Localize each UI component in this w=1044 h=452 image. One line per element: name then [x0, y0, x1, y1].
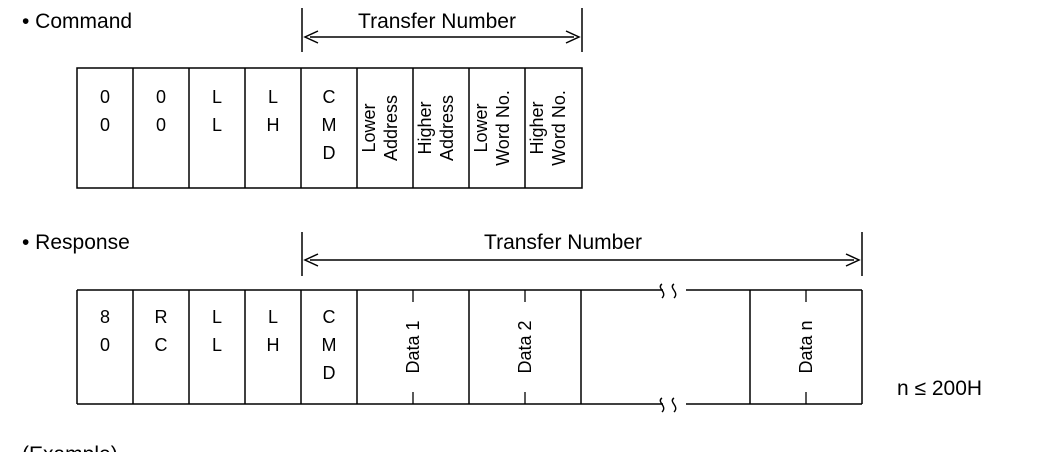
command-cell-char: D	[323, 143, 336, 163]
response-arrow-head-left	[303, 253, 319, 267]
data-cell-label: Data 1	[403, 320, 423, 373]
response-cell-char: R	[155, 307, 168, 327]
data-cell-label: Data n	[796, 320, 816, 373]
command-cell-vertical-text: Lower	[359, 103, 379, 152]
command-cell-char: 0	[156, 87, 166, 107]
command-arrow-head-left	[303, 30, 319, 44]
command-cell-char: 0	[100, 87, 110, 107]
command-cell-char: H	[267, 115, 280, 135]
response-cell-char: D	[323, 363, 336, 383]
response-cell-char: H	[267, 335, 280, 355]
response-title: • Response	[22, 231, 130, 254]
response-cell-char: M	[322, 335, 337, 355]
command-cell-char: L	[212, 87, 222, 107]
response-cell-char: C	[155, 335, 168, 355]
size-limit-note: n ≤ 200H	[897, 377, 982, 400]
command-cell-vertical-text: Address	[381, 95, 401, 161]
response-cell-char: 8	[100, 307, 110, 327]
command-cell-vertical-text: Higher	[415, 101, 435, 154]
response-cell-char: 0	[100, 335, 110, 355]
command-cell-char: L	[212, 115, 222, 135]
response-arrow-head-right	[845, 253, 861, 267]
response-cell-char: L	[212, 335, 222, 355]
break-mark-top	[659, 283, 677, 299]
command-cell-vertical-text: Word No.	[493, 90, 513, 166]
command-cell-vertical-text: Address	[437, 95, 457, 161]
command-title: • Command	[22, 10, 132, 33]
example-heading: (Example)	[22, 443, 118, 452]
command-cell-char: 0	[156, 115, 166, 135]
response-transfer-number-label: Transfer Number	[484, 231, 642, 254]
command-cell-char: 0	[100, 115, 110, 135]
command-cell-vertical-text: Higher	[527, 101, 547, 154]
response-cell-char: L	[268, 307, 278, 327]
command-cell-char: C	[323, 87, 336, 107]
command-cell-char: M	[322, 115, 337, 135]
command-arrow-head-right	[565, 30, 581, 44]
data-cell-label: Data 2	[515, 320, 535, 373]
command-transfer-number-label: Transfer Number	[358, 10, 516, 33]
command-cell-char: L	[268, 87, 278, 107]
command-table	[76, 67, 583, 189]
response-cell-char: C	[323, 307, 336, 327]
response-cell-char: L	[212, 307, 222, 327]
command-cell-vertical-text: Word No.	[549, 90, 569, 166]
break-mark-bottom	[659, 397, 677, 413]
command-cell-vertical-text: Lower	[471, 103, 491, 152]
